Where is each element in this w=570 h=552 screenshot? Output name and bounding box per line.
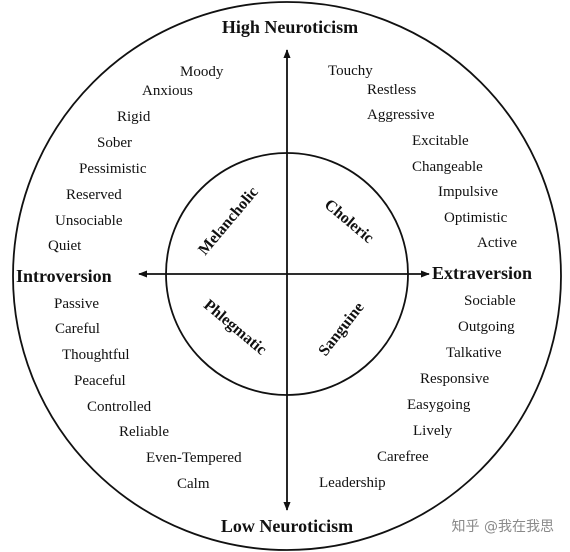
- temperament-lower-right: Sanguine: [315, 299, 367, 359]
- trait-upper-right-8: Active: [477, 235, 517, 251]
- trait-lower-right-5: Easygoing: [407, 397, 471, 413]
- trait-lower-left-1: Passive: [54, 296, 99, 312]
- temperament-upper-right: Choleric: [321, 196, 377, 247]
- axis-label-right: Extraversion: [432, 263, 532, 283]
- trait-lower-left-2: Careful: [55, 321, 100, 337]
- axis-label-top: High Neuroticism: [222, 17, 358, 37]
- trait-lower-right-2: Outgoing: [458, 319, 515, 335]
- temperament-lower-left: Phlegmatic: [200, 296, 269, 358]
- trait-upper-left-8: Quiet: [48, 238, 82, 254]
- trait-lower-left-4: Peaceful: [74, 373, 126, 389]
- trait-lower-right-1: Sociable: [464, 293, 516, 309]
- trait-upper-right-6: Impulsive: [438, 184, 498, 200]
- trait-lower-right-8: Leadership: [319, 475, 386, 491]
- trait-lower-right-3: Talkative: [446, 345, 502, 361]
- temperament-upper-left: Melancholic: [195, 184, 262, 259]
- trait-upper-right-2: Restless: [367, 82, 416, 98]
- trait-upper-right-3: Aggressive: [367, 107, 435, 123]
- watermark: 知乎 @我在我思: [452, 518, 554, 535]
- trait-upper-right-7: Optimistic: [444, 210, 508, 226]
- trait-lower-left-6: Reliable: [119, 424, 169, 440]
- axis-label-bottom: Low Neuroticism: [221, 516, 353, 536]
- trait-lower-left-8: Calm: [177, 476, 210, 492]
- trait-upper-right-5: Changeable: [412, 159, 483, 175]
- trait-lower-left-7: Even-Tempered: [146, 450, 242, 466]
- trait-lower-left-5: Controlled: [87, 399, 152, 415]
- trait-lower-left-3: Thoughtful: [62, 347, 130, 363]
- trait-upper-left-4: Sober: [97, 135, 132, 151]
- axis-label-left: Introversion: [16, 266, 112, 286]
- trait-upper-left-6: Reserved: [66, 187, 122, 203]
- trait-lower-right-4: Responsive: [420, 371, 490, 387]
- trait-upper-left-3: Rigid: [117, 109, 151, 125]
- trait-upper-left-2: Anxious: [142, 83, 193, 99]
- trait-upper-right-4: Excitable: [412, 133, 469, 149]
- trait-upper-left-5: Pessimistic: [79, 161, 147, 177]
- trait-lower-right-6: Lively: [413, 423, 453, 439]
- trait-upper-right-1: Touchy: [328, 63, 373, 79]
- trait-lower-right-7: Carefree: [377, 449, 429, 465]
- trait-upper-left-1: Moody: [180, 64, 224, 80]
- outer-circle: [12, 1, 562, 551]
- trait-upper-left-7: Unsociable: [55, 213, 123, 229]
